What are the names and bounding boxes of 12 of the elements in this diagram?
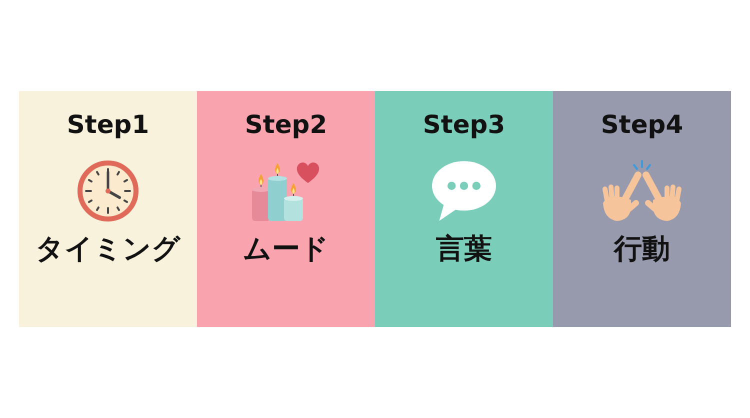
step-panel bbox=[375, 91, 553, 327]
step-title: タイミング bbox=[36, 233, 180, 266]
step-title: 言葉 bbox=[436, 233, 492, 266]
step-label: Step1 bbox=[66, 111, 150, 140]
step-title: 行動 bbox=[614, 233, 670, 266]
step-label: Step4 bbox=[600, 111, 684, 140]
step-label: Step2 bbox=[244, 111, 328, 140]
step-panel bbox=[553, 91, 731, 327]
step-title: ムード bbox=[243, 233, 329, 266]
step-panel bbox=[197, 91, 375, 327]
step-label: Step3 bbox=[422, 111, 506, 140]
step-panel bbox=[19, 91, 197, 327]
